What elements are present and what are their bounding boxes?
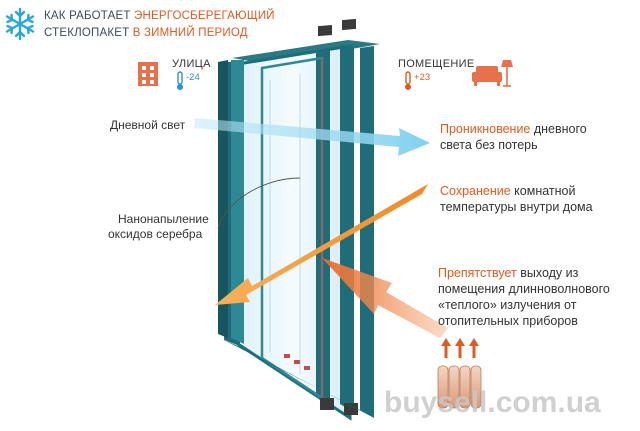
building-icon [138,62,158,86]
penetration-line-1: Проникновение дневного [440,122,587,137]
preservation-line-2: температуры внутри дома [440,200,593,214]
header-line-1-dark: КАК РАБОТАЕТ [44,10,135,22]
header-line-1: КАК РАБОТАЕТ ЭНЕРГОСБЕРЕГАЮЩИЙ [44,10,275,24]
heat-wave-icon [441,338,479,358]
preservation-accent: Сохранение [440,184,511,198]
watermark: buysell.com.ua [384,386,601,419]
heat-arrow [322,258,448,338]
coating-label-line-1: Нанонапыление [118,212,209,226]
inside-temp: +23 [414,72,431,83]
prevents-line-1: Препятствует выходу из [438,266,578,281]
header-line-2: СТЕКЛОПАКЕТ В ЗИМНИЙ ПЕРИОД [44,27,248,41]
coating-leader [217,177,301,229]
sofa-icon [472,66,502,86]
double-glazed-window [218,18,380,421]
coating-label-line-2: оксидов серебра [108,227,203,241]
prevents-line-3: «теплого» излучения от [438,298,577,312]
preservation-line-1: Сохранение комнатной [440,184,575,199]
inside-label: ПОМЕЩЕНИЕ [398,58,475,70]
outside-label: УЛИЦА [172,58,211,70]
floor-lamp-icon [501,60,513,87]
snowflake-icon [5,7,35,41]
header-line-2-accent: В ЗИМНИЙ ПЕРИОД [132,27,248,39]
radiator-icon [437,365,482,409]
preservation-rest: комнатной [510,184,576,198]
penetration-line-2: света без потерь [440,138,538,152]
header-line-1-accent: ЭНЕРГОСБЕРЕГАЮЩИЙ [134,10,275,22]
daylight-arrow [194,118,430,156]
preservation-arrow [215,184,428,305]
outside-temp: -24 [186,72,200,83]
penetration-rest: дневного [530,122,587,136]
header-line-2-dark: СТЕКЛОПАКЕТ [44,27,133,39]
penetration-accent: Проникновение [440,122,531,136]
thermometer-warm-icon [405,71,411,90]
thermometer-cold-icon [177,71,183,90]
prevents-line-2: помещения длинноволнового [438,282,610,296]
prevents-rest: выходу из [516,266,579,280]
prevents-line-4: отопительных приборов [438,314,578,328]
prevents-accent: Препятствует [438,266,517,280]
daylight-label: Дневной свет [110,118,186,132]
